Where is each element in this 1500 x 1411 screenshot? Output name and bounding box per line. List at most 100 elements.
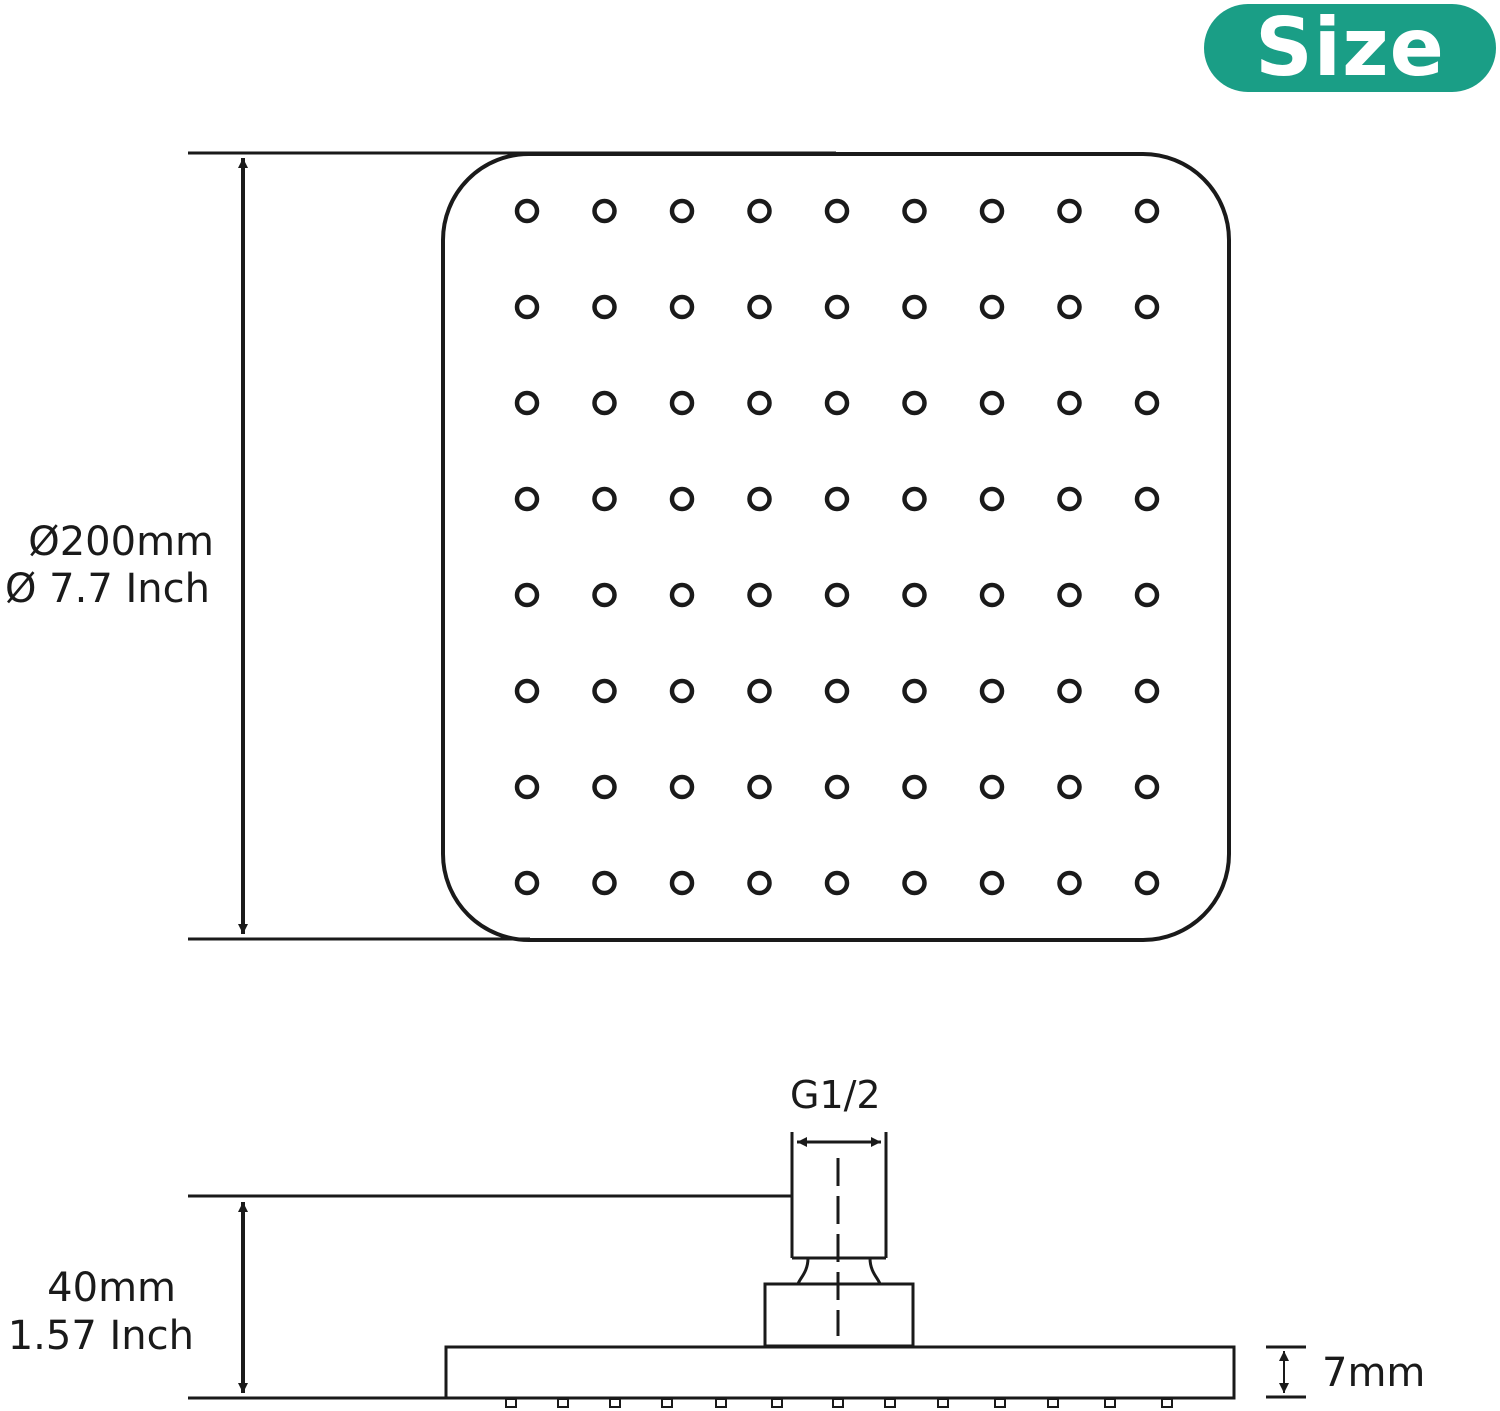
nozzle xyxy=(1057,486,1082,512)
nozzle xyxy=(824,390,850,416)
nozzle xyxy=(514,582,540,608)
nozzle xyxy=(902,582,927,608)
side-nozzle-stub xyxy=(884,1398,896,1408)
nozzle xyxy=(979,486,1005,512)
nozzle xyxy=(824,198,850,224)
connector-label: G1/2 xyxy=(790,1073,881,1117)
nozzle xyxy=(669,870,695,896)
height-label-mm: Ø200mm xyxy=(28,519,214,565)
nozzle xyxy=(1057,582,1082,608)
nozzle xyxy=(669,582,695,608)
side-nozzle-stub xyxy=(557,1398,569,1408)
nozzle xyxy=(1134,870,1160,896)
nozzle xyxy=(824,774,850,800)
nozzle xyxy=(902,486,927,512)
nozzle xyxy=(669,294,695,320)
nozzle xyxy=(514,774,540,800)
side-nozzle-stub xyxy=(771,1398,783,1408)
nozzle xyxy=(1134,294,1160,320)
side-nozzle-stub xyxy=(715,1398,727,1408)
side-nozzle-stub xyxy=(609,1398,621,1408)
nozzle xyxy=(902,774,927,800)
nozzle xyxy=(902,390,927,416)
nozzle xyxy=(1134,582,1160,608)
nozzle xyxy=(979,294,1005,320)
nozzle-grid xyxy=(514,198,1160,896)
nozzle xyxy=(592,582,617,608)
nozzle xyxy=(1057,870,1082,896)
nozzle xyxy=(902,870,927,896)
side-nozzle-stub xyxy=(1047,1398,1059,1408)
nozzle xyxy=(747,870,772,896)
nozzle xyxy=(1134,678,1160,704)
nozzle xyxy=(824,678,850,704)
size-badge: Size xyxy=(1204,4,1496,92)
nozzle xyxy=(592,678,617,704)
nozzle xyxy=(747,294,772,320)
side-nozzle-stub xyxy=(994,1398,1006,1408)
nozzle xyxy=(514,870,540,896)
nozzle xyxy=(979,870,1005,896)
nozzle xyxy=(747,390,772,416)
side-nozzle-stub xyxy=(505,1398,517,1408)
nozzle xyxy=(1057,390,1082,416)
nozzle xyxy=(1057,774,1082,800)
thickness-label: 7mm xyxy=(1322,1350,1426,1396)
nozzle xyxy=(747,198,772,224)
nozzle xyxy=(824,582,850,608)
side-nozzle-stub xyxy=(832,1398,844,1408)
connector-neck xyxy=(796,1257,882,1285)
nozzle xyxy=(979,678,1005,704)
nozzle xyxy=(592,774,617,800)
nozzle xyxy=(1057,678,1082,704)
nozzle xyxy=(1134,390,1160,416)
nozzle xyxy=(592,486,617,512)
nozzle xyxy=(514,198,540,224)
side-nozzle-stub xyxy=(661,1398,673,1408)
nozzle xyxy=(592,198,617,224)
side-nozzle-stub xyxy=(937,1398,949,1408)
nozzle xyxy=(979,390,1005,416)
nozzle xyxy=(824,486,850,512)
nozzle xyxy=(824,294,850,320)
side-height-label-mm: 40mm xyxy=(47,1265,176,1311)
nozzle xyxy=(669,774,695,800)
side-nozzle-stub xyxy=(1104,1398,1116,1408)
nozzle xyxy=(747,774,772,800)
nozzle xyxy=(592,294,617,320)
nozzle xyxy=(1134,486,1160,512)
nozzle xyxy=(592,390,617,416)
nozzle xyxy=(747,582,772,608)
nozzle xyxy=(1134,198,1160,224)
nozzle xyxy=(669,390,695,416)
nozzle xyxy=(1057,198,1082,224)
nozzle xyxy=(514,678,540,704)
nozzle xyxy=(747,678,772,704)
nozzle xyxy=(592,870,617,896)
nozzle xyxy=(669,198,695,224)
nozzle xyxy=(902,294,927,320)
shower-head-plate xyxy=(441,152,1231,942)
nozzle xyxy=(979,774,1005,800)
height-label-inch: Ø 7.7 Inch xyxy=(4,566,210,612)
nozzle xyxy=(902,198,927,224)
side-nozzle-stub xyxy=(1161,1398,1173,1408)
side-plate xyxy=(444,1345,1236,1400)
top-view xyxy=(188,151,1231,942)
nozzle xyxy=(514,390,540,416)
nozzle xyxy=(669,486,695,512)
nozzle xyxy=(1057,294,1082,320)
side-nozzles xyxy=(505,1398,1173,1408)
nozzle xyxy=(514,294,540,320)
nozzle xyxy=(902,678,927,704)
nozzle xyxy=(747,486,772,512)
side-height-label-inch: 1.57 Inch xyxy=(7,1313,194,1359)
nozzle xyxy=(979,582,1005,608)
nozzle xyxy=(514,486,540,512)
size-badge-label: Size xyxy=(1255,1,1445,94)
nozzle xyxy=(979,198,1005,224)
nozzle xyxy=(669,678,695,704)
nozzle xyxy=(1134,774,1160,800)
side-view xyxy=(188,1132,1306,1408)
